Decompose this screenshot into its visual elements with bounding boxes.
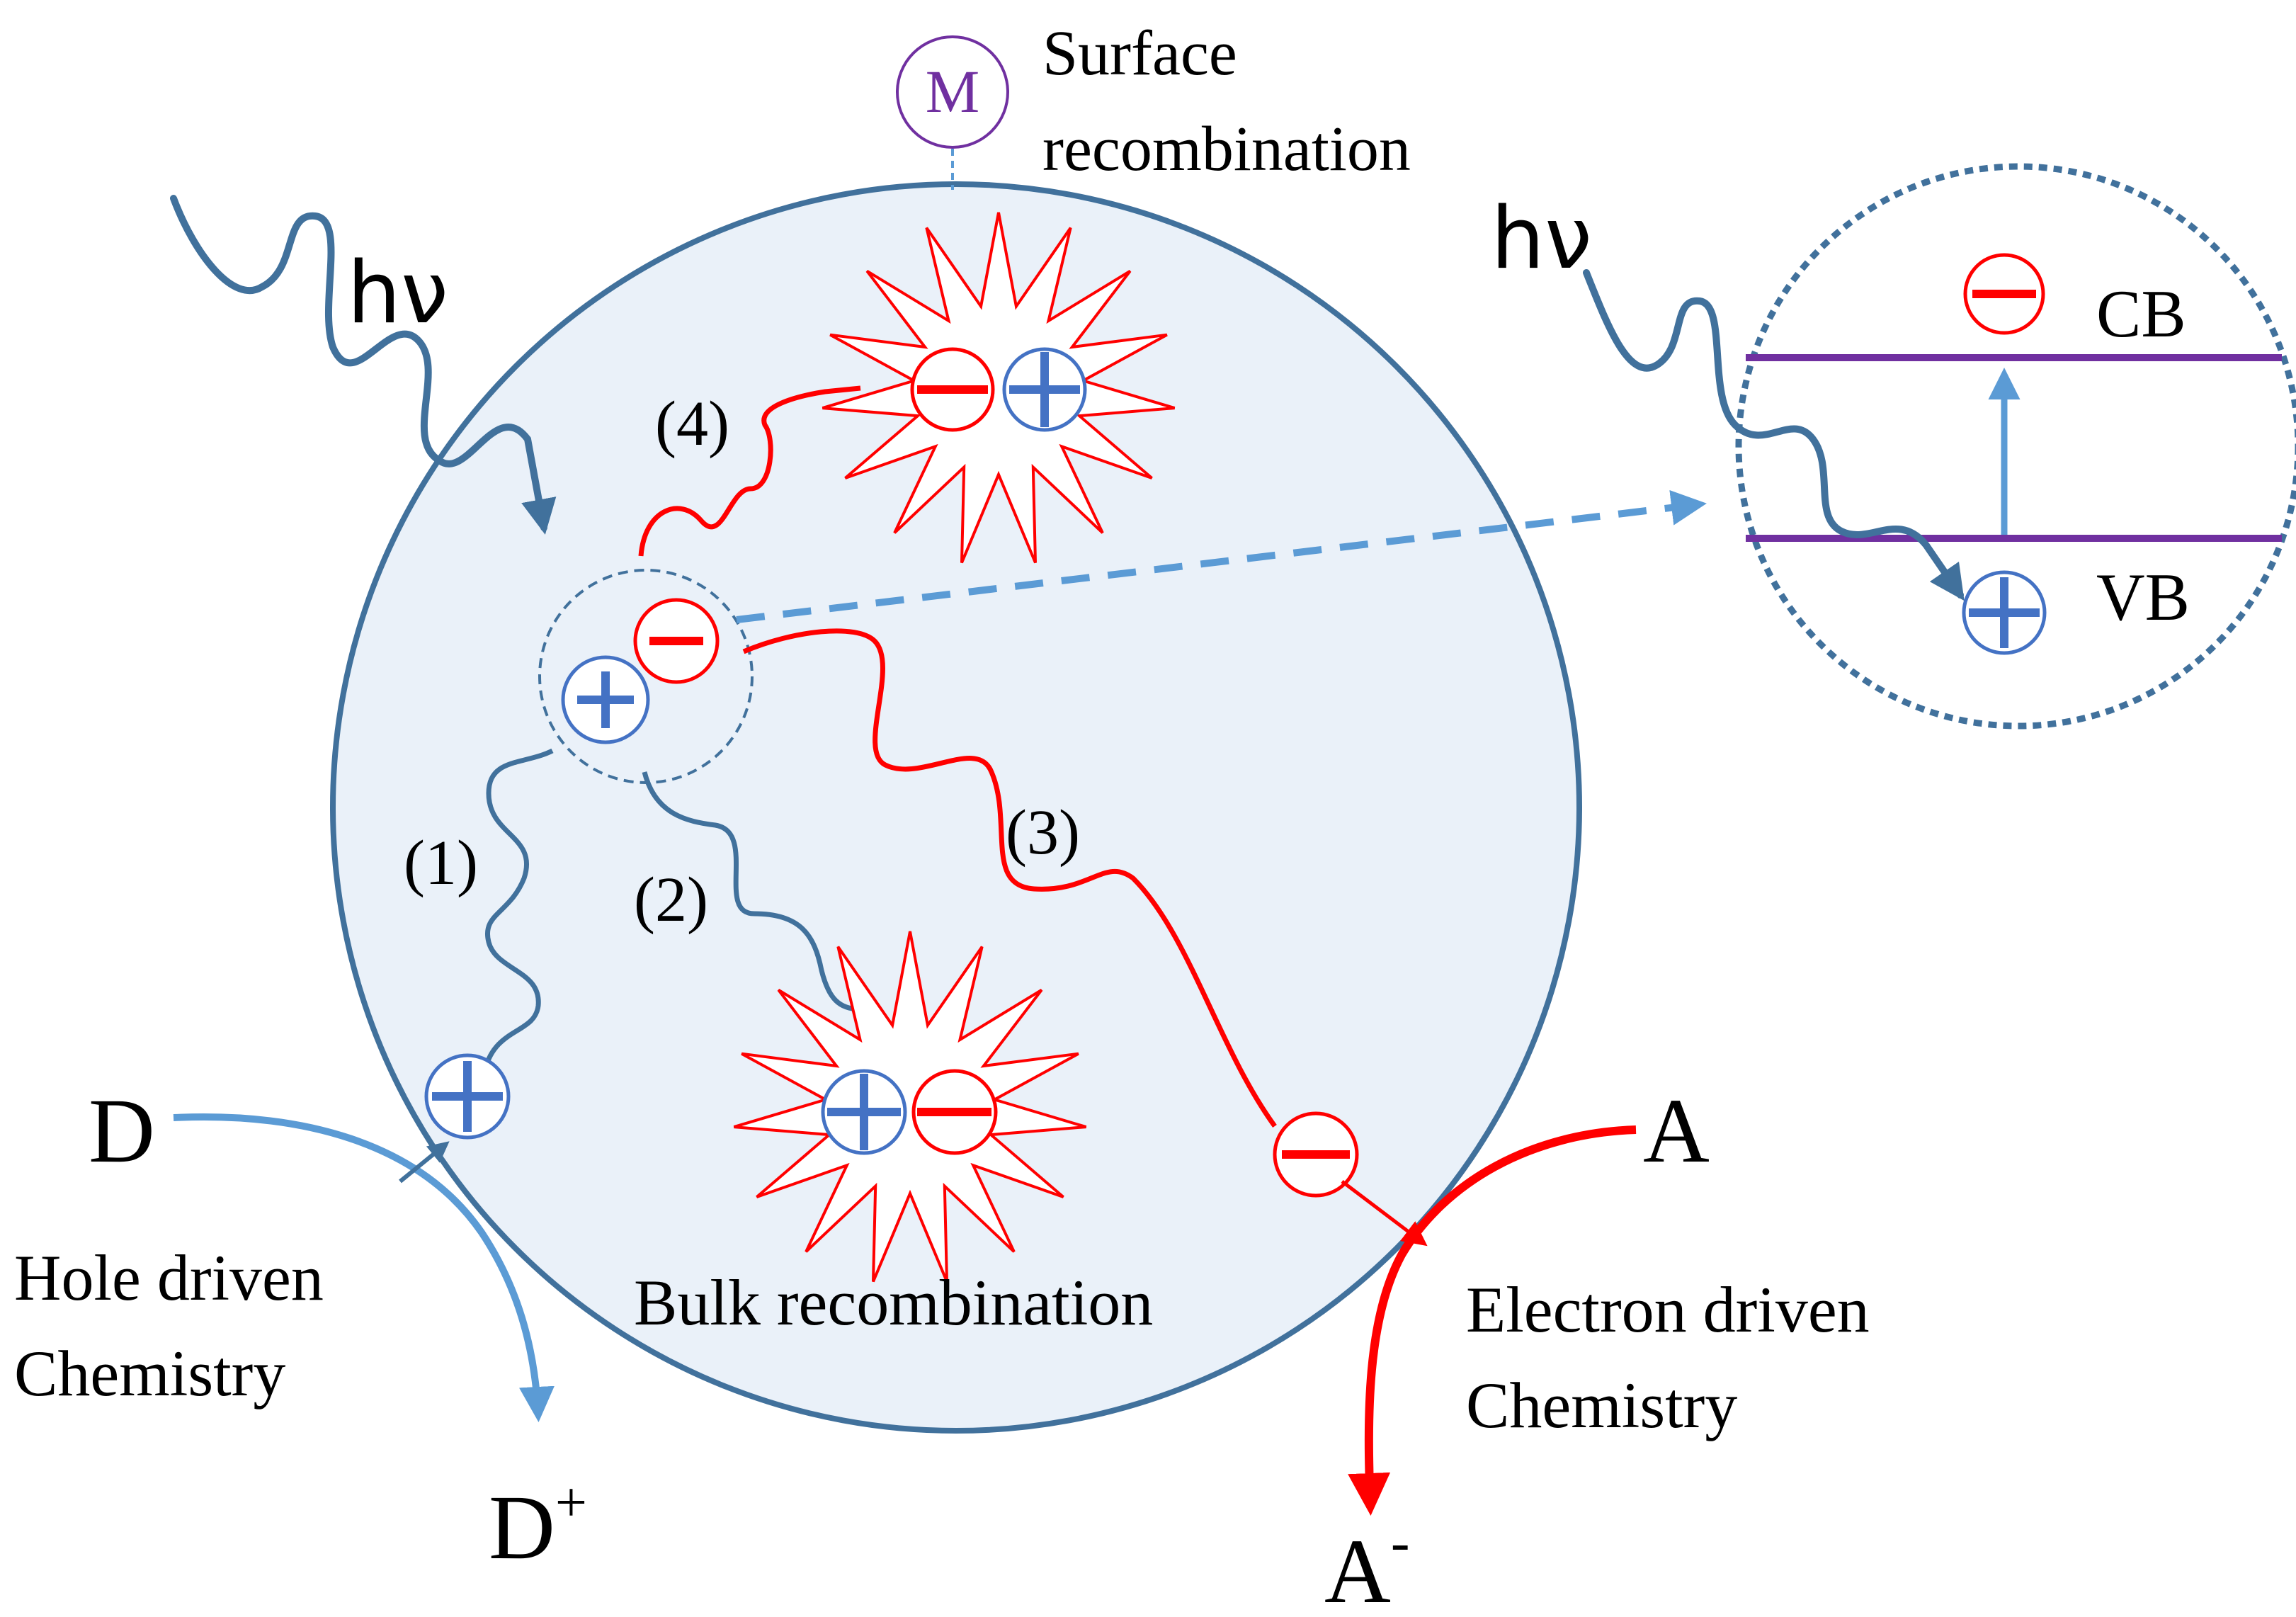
hole-transfer-arrow: [399, 1141, 450, 1184]
path-4-electron-to-surface: [638, 385, 861, 557]
cb-label: CB: [2096, 276, 2186, 351]
acceptor-reduced-label: A-: [1324, 1511, 1410, 1617]
hole-at-surface: [424, 1053, 511, 1140]
band-diagram-magnifier: [1735, 163, 2296, 730]
path-4-label: (4): [655, 389, 729, 459]
donor-oxidized-base: D: [489, 1477, 555, 1579]
donor-oxidized-label: D+: [489, 1472, 587, 1579]
magnify-arrow: [736, 489, 1707, 623]
electron-bulk: [911, 1069, 998, 1155]
electron-chemistry-label-line2: Chemistry: [1466, 1369, 1737, 1441]
bulk-recombination-star: [733, 931, 1087, 1283]
electron-surface: [910, 347, 995, 432]
hole-surface: [1002, 347, 1087, 432]
donor-label: D: [89, 1080, 155, 1182]
acceptor-reduction-arrow: [1348, 1125, 1637, 1516]
electron-in-cb: [1963, 253, 2045, 335]
electron-transfer-arrow: [1341, 1180, 1428, 1247]
acceptor-reduced-sup: -: [1391, 1511, 1410, 1574]
bulk-recombination-label: Bulk recombination: [634, 1266, 1153, 1339]
hole-in-vb: [1962, 570, 2047, 655]
path-2-label: (2): [634, 865, 708, 935]
hole-bulk: [821, 1069, 907, 1155]
hole-generated: [561, 655, 650, 744]
path-1-hole-migration: [482, 748, 554, 1070]
donor-oxidation-arrow: [173, 1113, 555, 1422]
light-wave-right: [1583, 269, 1965, 601]
surface-recombination-label-line1: Surface: [1042, 18, 1237, 89]
acceptor-label: A: [1643, 1080, 1710, 1182]
path-2-hole-to-bulk: [642, 771, 861, 1012]
vb-label: VB: [2096, 560, 2190, 635]
electron-chemistry-label-line1: Electron driven: [1466, 1273, 1870, 1346]
path-3-electron-migration: [742, 628, 1277, 1128]
acceptor-reduced-base: A: [1324, 1521, 1391, 1617]
electron-generated: [633, 598, 720, 684]
hole-chemistry-label-line2: Chemistry: [14, 1337, 285, 1409]
hole-chemistry-label-line1: Hole driven: [14, 1242, 324, 1314]
photon-label-left: hν: [347, 244, 448, 343]
path-1-label: (1): [404, 828, 478, 898]
electron-at-surface: [1273, 1111, 1359, 1198]
light-wave-left: [170, 195, 557, 535]
donor-oxidized-sup: +: [555, 1472, 587, 1534]
metal-label: M: [926, 57, 979, 125]
surface-recombination-label-line2: recombination: [1042, 114, 1411, 184]
photon-label-right: hν: [1491, 190, 1592, 288]
metal-cocatalyst-icon: [896, 35, 1009, 149]
surface-recombination-star: [822, 212, 1176, 564]
path-3-label: (3): [1006, 798, 1080, 868]
